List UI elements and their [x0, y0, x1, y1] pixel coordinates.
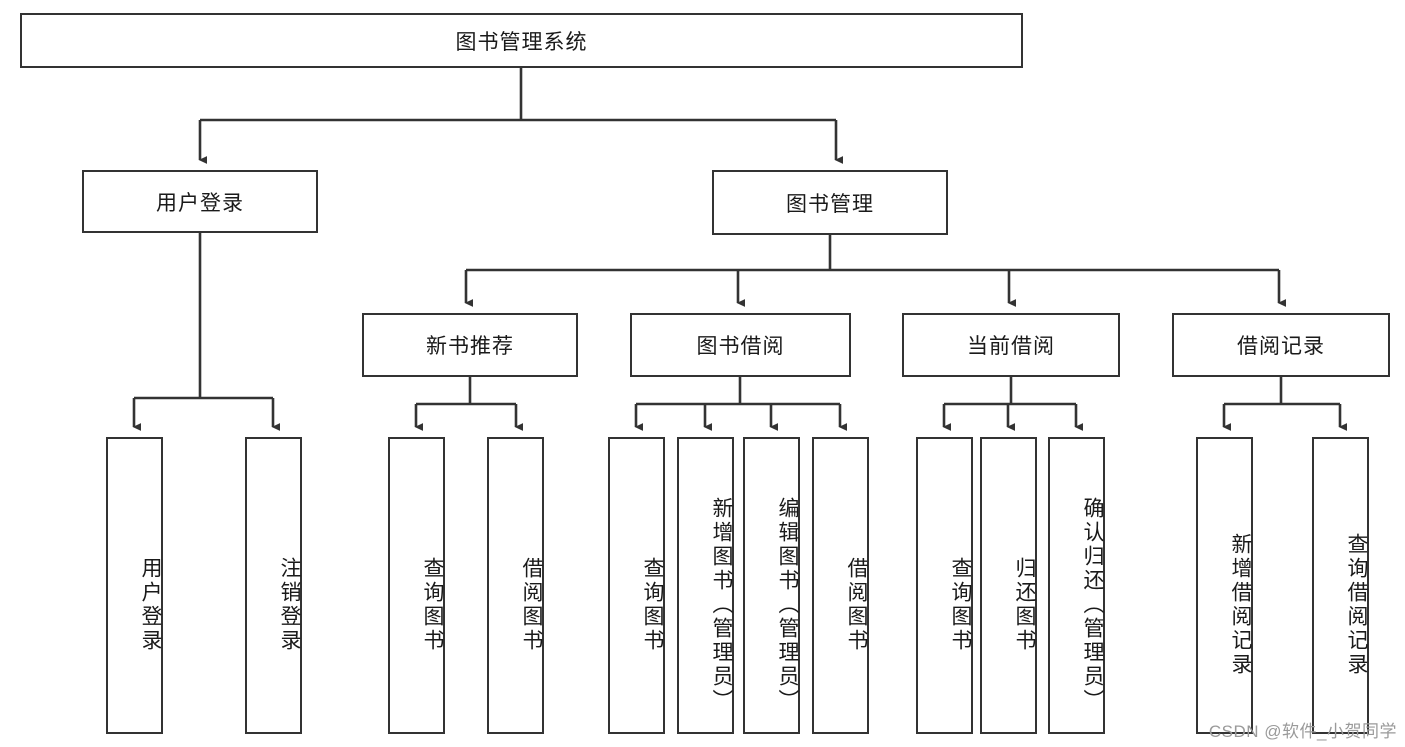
node-label: 新书推荐 — [426, 335, 514, 358]
node-label: 图书借阅 — [696, 335, 785, 358]
node-leaf-query-book-current[interactable]: 查询图书 — [916, 437, 973, 734]
node-label: 查询图书 — [421, 556, 444, 653]
node-leaf-add-book-admin[interactable]: 新增图书（管理员） — [677, 437, 734, 734]
node-leaf-edit-book-admin[interactable]: 编辑图书（管理员） — [743, 437, 800, 734]
node-label: 新增借阅记录 — [1229, 532, 1252, 677]
node-leaf-add-borrow-record[interactable]: 新增借阅记录 — [1196, 437, 1253, 734]
node-label: 查询借阅记录 — [1345, 532, 1368, 677]
node-leaf-query-book-rec[interactable]: 查询图书 — [388, 437, 445, 734]
node-label: 图书管理系统 — [455, 30, 588, 54]
node-label: 借阅图书 — [520, 556, 543, 653]
node-user-login[interactable]: 用户登录 — [82, 170, 318, 233]
node-label: 查询图书 — [641, 556, 664, 653]
node-leaf-query-borrow-record[interactable]: 查询借阅记录 — [1312, 437, 1369, 734]
node-label: 注销登录 — [278, 556, 301, 653]
node-label: 借阅图书 — [845, 556, 868, 653]
node-leaf-borrow-book-rec[interactable]: 借阅图书 — [487, 437, 544, 734]
node-book-manage[interactable]: 图书管理 — [712, 170, 948, 235]
node-label: 确认归还（管理员） — [1081, 496, 1104, 713]
node-label: 图书管理 — [786, 192, 874, 216]
node-leaf-user-login[interactable]: 用户登录 — [106, 437, 163, 734]
node-book-borrow[interactable]: 图书借阅 — [630, 313, 851, 377]
node-current-borrow[interactable]: 当前借阅 — [902, 313, 1120, 377]
node-leaf-query-book-borrow[interactable]: 查询图书 — [608, 437, 665, 734]
node-label: 借阅记录 — [1237, 335, 1325, 358]
watermark-text: CSDN @软件_小贺同学 — [1208, 722, 1397, 741]
node-label: 新增图书（管理员） — [710, 496, 733, 713]
node-label: 用户登录 — [156, 191, 244, 215]
node-leaf-confirm-return-admin[interactable]: 确认归还（管理员） — [1048, 437, 1105, 734]
node-leaf-logout[interactable]: 注销登录 — [245, 437, 302, 734]
node-root[interactable]: 图书管理系统 — [20, 13, 1023, 68]
node-label: 用户登录 — [139, 556, 162, 653]
node-label: 归还图书 — [1013, 556, 1036, 653]
node-borrow-record[interactable]: 借阅记录 — [1172, 313, 1390, 377]
node-leaf-return-book[interactable]: 归还图书 — [980, 437, 1037, 734]
node-label: 查询图书 — [949, 556, 972, 653]
node-leaf-borrow-book[interactable]: 借阅图书 — [812, 437, 869, 734]
node-label: 当前借阅 — [967, 335, 1055, 358]
node-label: 编辑图书（管理员） — [776, 496, 799, 713]
node-new-book-recommend[interactable]: 新书推荐 — [362, 313, 578, 377]
